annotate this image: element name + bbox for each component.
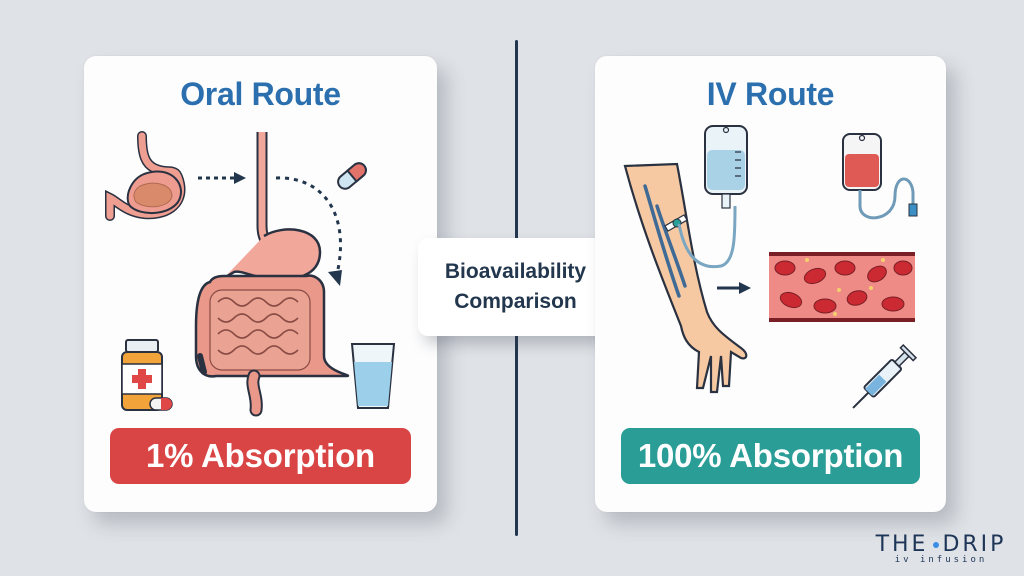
oral-absorption-badge: 1% Absorption (110, 428, 411, 484)
oral-route-title: Oral Route (180, 76, 341, 112)
right-arrow-icon (717, 282, 751, 294)
the-drip-logo: THE DRIP iv infusion (866, 532, 1016, 565)
logo-word-drip: DRIP (942, 532, 1007, 557)
iv-illustration (623, 125, 918, 409)
iv-bag-icon (704, 125, 748, 209)
center-label-line1: Bioavailability (444, 260, 587, 283)
iv-absorption-badge: 100% Absorption (621, 428, 920, 484)
oral-illustration (105, 131, 396, 417)
iv-route-title: IV Route (706, 76, 835, 112)
logo-dot-icon (933, 541, 940, 548)
capsule-icon (337, 162, 367, 190)
iv-route-card: IV Route (595, 56, 946, 512)
arm-with-iv-icon (623, 162, 748, 394)
oral-route-card: Oral Route (84, 56, 437, 512)
stomach-icon (105, 131, 186, 221)
blood-bag-icon (842, 133, 918, 220)
center-label-line2: Comparison (454, 290, 577, 313)
water-glass-icon (350, 343, 396, 409)
digestive-tract-icon (194, 132, 350, 417)
curved-dotted-arrow-icon (275, 176, 342, 286)
logo-word-the: THE (875, 532, 929, 557)
syringe-icon (852, 343, 918, 409)
bioavailability-comparison-label: Bioavailability Comparison (418, 238, 613, 336)
logo-tagline: iv infusion (894, 555, 988, 565)
dotted-arrow-icon (198, 172, 246, 184)
pill-bottle-icon (121, 339, 173, 411)
blood-vessel-icon (769, 252, 915, 322)
